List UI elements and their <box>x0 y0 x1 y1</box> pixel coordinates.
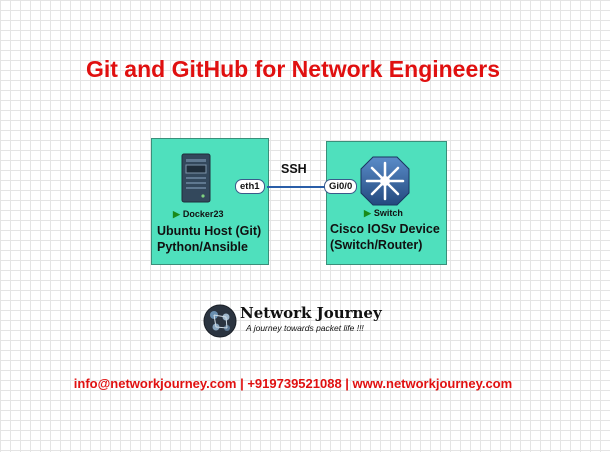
node-cisco-device[interactable]: ▶Switch Cisco IOSv Device (Switch/Router… <box>326 141 447 265</box>
play-icon: ▶ <box>173 209 180 219</box>
logo-name: Network Journey <box>240 304 382 322</box>
node-label-line2: (Switch/Router) <box>330 238 423 252</box>
network-journey-logo-icon <box>203 304 237 338</box>
link-label: SSH <box>281 162 307 176</box>
node-label-line1: Cisco IOSv Device <box>330 222 440 236</box>
node-tag: ▶Switch <box>364 208 403 219</box>
node-label-line1: Ubuntu Host (Git) <box>157 224 262 238</box>
node-ubuntu-host[interactable]: ▶Docker23 Ubuntu Host (Git) Python/Ansib… <box>151 138 269 265</box>
port-eth1[interactable]: eth1 <box>235 179 265 194</box>
logo-tagline: A journey towards packet life !!! <box>246 323 364 333</box>
node-label-line2: Python/Ansible <box>157 240 248 254</box>
port-gi0-0[interactable]: Gi0/0 <box>324 179 358 194</box>
contact-footer: info@networkjourney.com | +919739521088 … <box>73 376 513 391</box>
node-tag: ▶Docker23 <box>173 209 223 220</box>
node-tag-text: Switch <box>373 208 403 218</box>
server-icon <box>181 153 211 203</box>
switch-icon <box>360 156 410 206</box>
play-icon: ▶ <box>364 208 371 218</box>
node-tag-text: Docker23 <box>182 209 224 219</box>
page-title: Git and GitHub for Network Engineers <box>85 56 501 82</box>
link-ssh[interactable] <box>267 186 326 188</box>
